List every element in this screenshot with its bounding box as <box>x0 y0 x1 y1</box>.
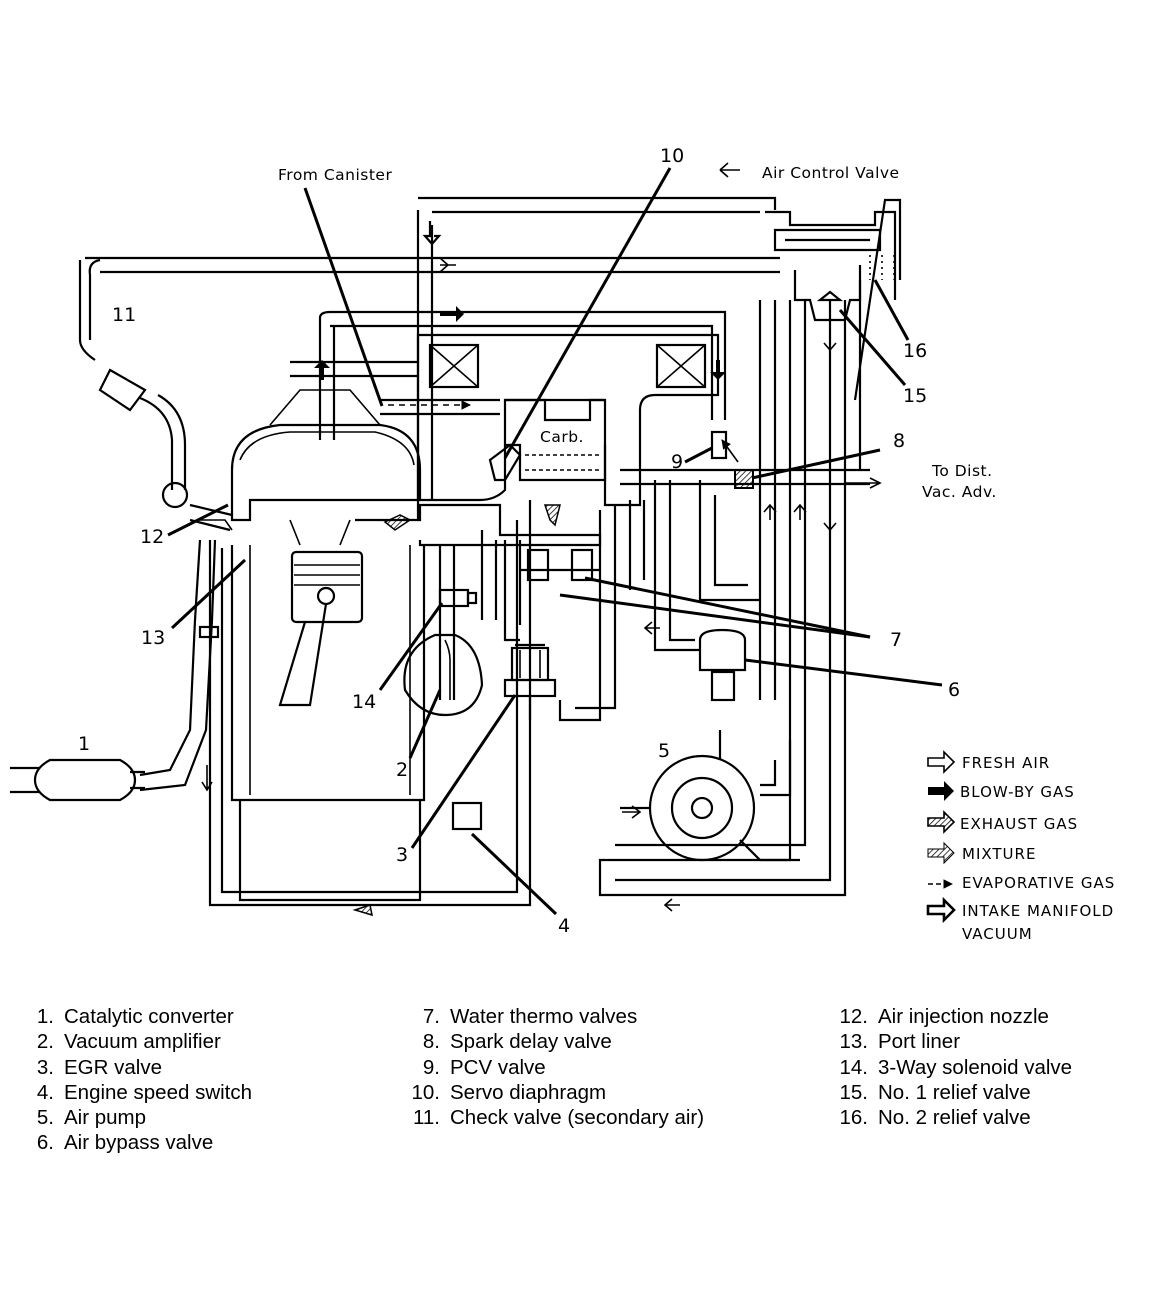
leader-lines <box>167 167 943 916</box>
callout-7: 7 <box>890 629 902 651</box>
carburetor: Carb. <box>505 428 607 482</box>
legend-item: 9.PCV valve <box>422 1055 546 1079</box>
legend-item: 6.Air bypass valve <box>36 1131 214 1155</box>
callout-4: 4 <box>558 915 570 937</box>
engine-block <box>230 389 426 902</box>
egr-valve <box>503 643 557 720</box>
callout-2: 2 <box>396 759 408 781</box>
to-dist-label: To Dist. <box>931 462 993 480</box>
legend-item: 5.Air pump <box>36 1106 147 1130</box>
flow-key-vacuum: VACUUM <box>962 925 1033 943</box>
callout-6: 6 <box>948 679 960 701</box>
callout-9: 9 <box>671 451 683 473</box>
callout-12: 12 <box>140 526 164 548</box>
legend-item: 4.Engine speed switch <box>36 1080 253 1104</box>
flow-key-exhaust-gas: EXHAUST GAS <box>960 815 1078 833</box>
solenoid-valve <box>438 588 478 608</box>
callout-5: 5 <box>658 740 670 762</box>
legend-item: 7.Water thermo valves <box>422 1005 638 1028</box>
callout-8: 8 <box>893 430 905 452</box>
callout-15: 15 <box>903 385 927 407</box>
legend-item: 8.Spark delay valve <box>422 1030 612 1054</box>
air-control-valve-label: Air Control Valve <box>762 164 900 182</box>
pcv-valve <box>710 430 728 460</box>
flow-key: FRESH AIR BLOW-BY GAS EXHAUST GAS MIXTUR… <box>926 750 1115 943</box>
water-thermo-valves <box>520 548 600 582</box>
flow-key-fresh-air: FRESH AIR <box>962 754 1050 772</box>
flow-key-intake-manifold: INTAKE MANIFOLD <box>962 902 1114 920</box>
solid-arrow-icon <box>928 781 954 801</box>
vacuum-amplifier <box>403 633 484 717</box>
callout-14: 14 <box>352 691 376 713</box>
spark-delay-valve <box>734 469 754 489</box>
parts-legend: 1.Catalytic converter 2.Vacuum amplifier… <box>0 1004 1152 1164</box>
legend-item: 2.Vacuum amplifier <box>36 1030 221 1054</box>
diagram-labels: From Canister Air Control Valve To Dist.… <box>278 164 997 501</box>
from-canister-label: From Canister <box>278 166 392 184</box>
callout-13: 13 <box>141 627 165 649</box>
legend-item: 11.Check valve (secondary air) <box>413 1106 705 1130</box>
legend-item: 3.EGR valve <box>36 1055 162 1079</box>
flow-key-mixture: MIXTURE <box>962 845 1036 863</box>
vac-adv-label: Vac. Adv. <box>922 483 997 501</box>
legend-column-1: 1.Catalytic converter 2.Vacuum amplifier… <box>24 1004 252 1156</box>
legend-column-2: 7.Water thermo valves 8.Spark delay valv… <box>400 1004 705 1130</box>
callout-16: 16 <box>903 340 927 362</box>
hollow-arrow-icon <box>927 750 956 774</box>
air-bypass-valve <box>698 628 747 702</box>
air-pump <box>620 730 800 862</box>
engine-speed-switch <box>451 801 483 831</box>
callout-numbers: 1 2 3 4 5 6 7 8 9 10 11 12 13 14 15 16 <box>78 145 960 937</box>
callout-11: 11 <box>112 304 136 326</box>
outlined-arrow-icon <box>926 896 956 924</box>
legend-item: 13.Port liner <box>839 1030 961 1054</box>
flow-key-evaporative-gas: EVAPORATIVE GAS <box>962 874 1115 892</box>
callout-1: 1 <box>78 733 90 755</box>
piston <box>278 519 364 707</box>
flow-arrows <box>201 162 837 917</box>
legend-item: 14.3-Way solenoid valve <box>839 1055 1073 1079</box>
carb-label: Carb. <box>540 428 584 446</box>
legend-item: 15.No. 1 relief valve <box>839 1080 1031 1104</box>
callout-3: 3 <box>396 844 408 866</box>
flow-key-blow-by-gas: BLOW-BY GAS <box>960 783 1075 801</box>
legend-item: 10.Servo diaphragm <box>411 1080 607 1104</box>
emission-system-diagram: Carb. <box>10 145 1115 943</box>
servo-diaphragm <box>488 443 522 482</box>
legend-item: 12.Air injection nozzle <box>839 1005 1049 1028</box>
catalytic-converter <box>10 758 145 802</box>
hatched-arrow-icon <box>927 810 956 834</box>
piping <box>10 196 902 907</box>
air-control-valve <box>765 210 897 322</box>
striped-arrow-icon <box>927 841 955 865</box>
legend-item: 1.Catalytic converter <box>36 1005 234 1028</box>
legend-item: 16.No. 2 relief valve <box>839 1106 1031 1130</box>
legend-column-3: 12.Air injection nozzle 13.Port liner 14… <box>826 1004 1073 1130</box>
callout-10: 10 <box>660 145 684 167</box>
